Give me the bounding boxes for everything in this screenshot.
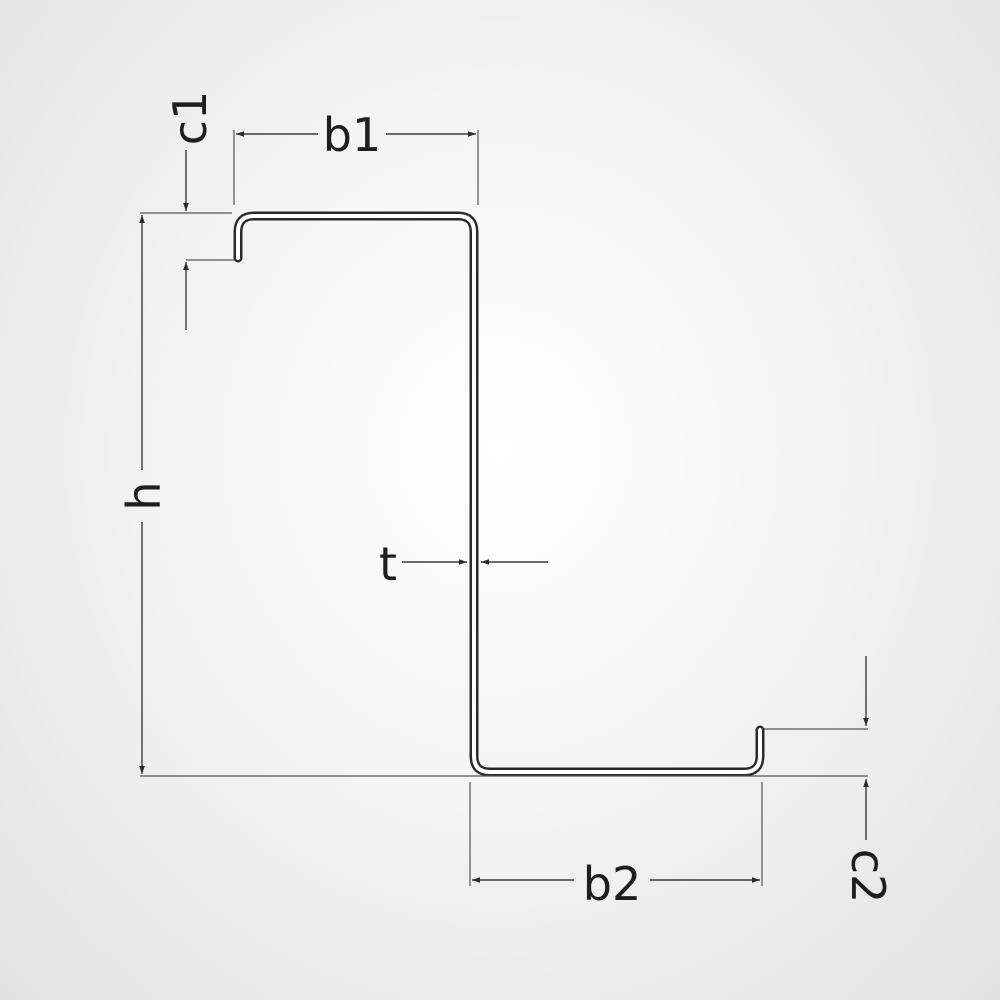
dimension-c1: c1 [163, 91, 217, 330]
b1-label: b1 [323, 108, 381, 162]
dimension-c2: c2 [841, 656, 895, 903]
dimension-h: h [117, 215, 171, 774]
c2-label: c2 [841, 849, 895, 904]
b2-label: b2 [583, 857, 641, 911]
extension-lines [140, 130, 868, 886]
dimension-b1: b1 [236, 108, 476, 162]
z-profile-shape [233, 211, 765, 777]
h-label: h [117, 481, 171, 510]
dimension-b2: b2 [472, 857, 760, 911]
t-label: t [379, 537, 397, 591]
dimension-t: t [379, 537, 548, 591]
c1-label: c1 [163, 91, 217, 146]
